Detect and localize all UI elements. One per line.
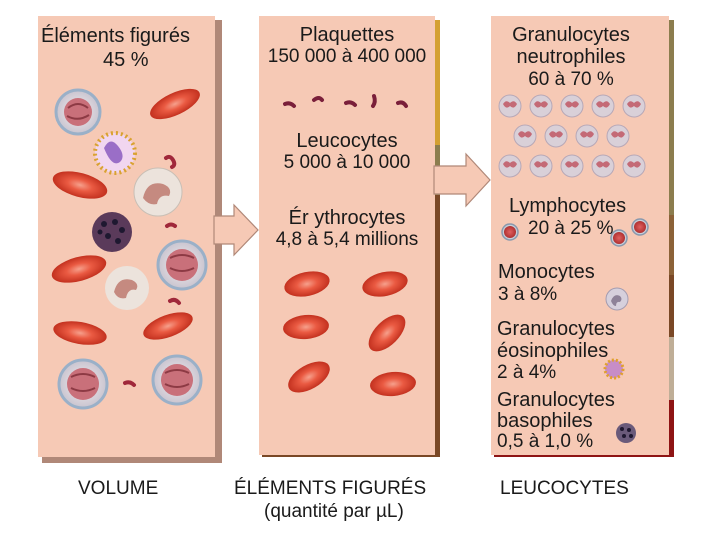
neutrophil-icon bbox=[498, 154, 522, 178]
erythrocytes-count: 4,8 à 5,4 millions bbox=[275, 229, 419, 250]
eosinophiles-percent: 2 à 4% bbox=[497, 362, 557, 383]
neutrophil-icon bbox=[560, 154, 584, 178]
caption-volume: VOLUME bbox=[78, 478, 159, 499]
neutrophil-icon bbox=[529, 94, 553, 118]
white-cell-icon bbox=[156, 239, 208, 291]
basophiles-title1: Granulocytes bbox=[497, 389, 615, 411]
caption-elements: ÉLÉMENTS FIGURÉS bbox=[234, 478, 427, 499]
plaquettes-title: Plaquettes bbox=[299, 24, 395, 46]
lymphocytes-title: Lymphocytes bbox=[509, 195, 627, 217]
eosinophil-icon bbox=[603, 358, 625, 380]
basophiles-title2: basophiles bbox=[497, 410, 593, 432]
white-cell-icon bbox=[151, 354, 203, 406]
basophiles-percent: 0,5 à 1,0 % bbox=[497, 431, 594, 452]
neutrophil-icon bbox=[622, 154, 646, 178]
neutrophiles-title1: Granulocytes bbox=[512, 24, 630, 46]
white-cell-icon bbox=[57, 358, 109, 410]
caption-leucocytes: LEUCOCYTES bbox=[500, 478, 629, 499]
lymphocytes-percent: 20 à 25 % bbox=[528, 218, 614, 239]
panel1-title: Éléments figurés bbox=[41, 25, 190, 47]
white-cell-icon bbox=[54, 88, 102, 136]
neutrophil-icon bbox=[622, 94, 646, 118]
monocyte-icon bbox=[605, 287, 629, 311]
neutrophil-icons bbox=[498, 94, 646, 178]
arrow-right-icon bbox=[433, 152, 491, 208]
neutrophiles-title2: neutrophiles bbox=[516, 46, 626, 68]
neutrophil-icon bbox=[606, 124, 630, 148]
neutrophil-icon bbox=[513, 124, 537, 148]
eosinophiles-title2: éosinophiles bbox=[497, 340, 609, 362]
monocytes-title: Monocytes bbox=[498, 261, 595, 283]
panel1-percent: 45 % bbox=[103, 49, 149, 71]
neutrophil-icon bbox=[591, 94, 615, 118]
monocyte-icon bbox=[133, 167, 183, 217]
neutrophil-icon bbox=[591, 154, 615, 178]
eosinophiles-title1: Granulocytes bbox=[497, 318, 615, 340]
basophil-icon bbox=[616, 423, 636, 443]
lymphocyte-icons bbox=[501, 218, 649, 247]
erythrocytes-title: Ér ythrocytes bbox=[288, 207, 406, 229]
eosinophil-icon bbox=[93, 131, 137, 175]
platelet-icons bbox=[283, 94, 408, 108]
monocytes-percent: 3 à 8% bbox=[498, 284, 558, 305]
monocyte-icon bbox=[105, 266, 149, 310]
leucocytes-count: 5 000 à 10 000 bbox=[283, 152, 411, 173]
basophil-icon bbox=[92, 212, 132, 252]
neutrophil-icon bbox=[544, 124, 568, 148]
neutrophil-icon bbox=[560, 94, 584, 118]
caption-unit: (quantité par µL) bbox=[264, 501, 404, 522]
plaquettes-count: 150 000 à 400 000 bbox=[267, 46, 427, 67]
red-cell-icons bbox=[283, 271, 416, 397]
volume-cells bbox=[51, 88, 208, 410]
neutrophil-icon bbox=[529, 154, 553, 178]
neutrophil-icon bbox=[575, 124, 599, 148]
neutrophil-icon bbox=[498, 94, 522, 118]
neutrophiles-percent: 60 à 70 % bbox=[528, 69, 614, 90]
leucocytes-title: Leucocytes bbox=[296, 130, 398, 152]
arrow-right-icon bbox=[213, 203, 259, 257]
